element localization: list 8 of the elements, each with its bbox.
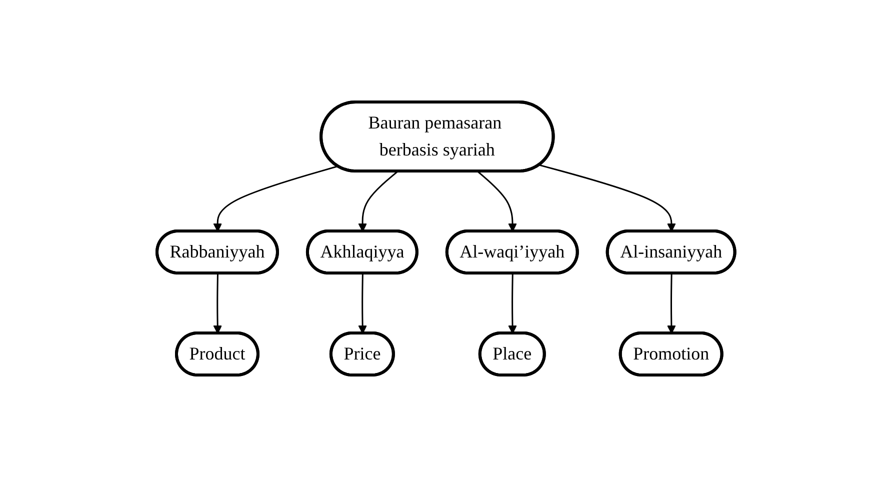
arrow bbox=[212, 166, 338, 232]
arrow bbox=[212, 273, 222, 334]
arrow bbox=[476, 170, 516, 232]
arrow bbox=[358, 170, 398, 232]
arrow bbox=[666, 273, 676, 334]
arrow bbox=[358, 273, 367, 334]
arrow bbox=[508, 273, 516, 334]
arrow bbox=[538, 164, 676, 232]
